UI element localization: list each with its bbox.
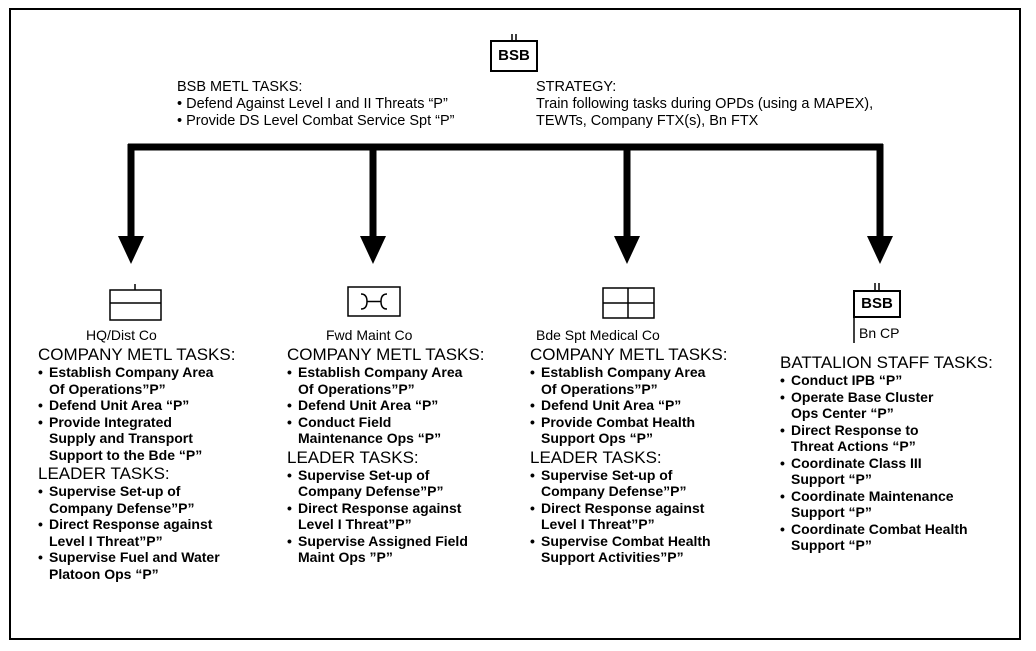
unit-name: Bde Spt Medical Co	[536, 327, 660, 343]
strategy-line: TEWTs, Company FTX(s), Bn FTX	[536, 113, 759, 129]
strategy-block: STRATEGY: Train following tasks during O…	[536, 79, 873, 130]
leader-heading: LEADER TASKS:	[287, 447, 419, 467]
unit-name: HQ/Dist Co	[86, 327, 157, 343]
metl-item: Defend Unit Area “P”	[287, 397, 532, 414]
column-fwd-maint-co: Fwd Maint Co COMPANY METL TASKS:Establish…	[287, 327, 532, 566]
medical-co-symbol	[602, 287, 655, 319]
arrowhead-3	[614, 236, 640, 264]
hq-dist-co-symbol	[109, 284, 162, 321]
bn-cp-symbol-label: BSB	[861, 295, 893, 312]
metl-heading: COMPANY METL TASKS:	[38, 345, 236, 364]
metl-item: Defend Unit Area “P”	[38, 397, 283, 414]
metl-heading: COMPANY METL TASKS:	[287, 345, 485, 364]
bsb-metl-item: • Defend Against Level I and II Threats …	[177, 96, 448, 112]
fwd-maint-co-symbol	[347, 286, 401, 317]
bn-cp-symbol-sublabel: Bn CP	[859, 325, 900, 341]
column-battalion-staff: BATTALION STAFF TASKS:Conduct IPB “P”Ope…	[780, 327, 1025, 554]
metl-heading: BATTALION STAFF TASKS:	[780, 353, 993, 372]
top-bsb-symbol	[490, 34, 538, 72]
strategy-heading: STRATEGY:	[536, 79, 617, 95]
leader-heading: LEADER TASKS:	[38, 464, 170, 483]
strategy-line: Train following tasks during OPDs (using…	[536, 96, 874, 112]
arrowhead-1	[118, 236, 144, 264]
column-hq-dist-co: HQ/Dist Co COMPANY METL TASKS:Establish C…	[38, 327, 283, 582]
bn-cp-symbol	[853, 283, 901, 343]
unit-name: Fwd Maint Co	[326, 327, 413, 343]
top-bsb-label: BSB	[498, 47, 530, 64]
column-medical-co: Bde Spt Medical Co COMPANY METL TASKS:Est…	[530, 327, 775, 566]
bsb-metl-heading: BSB METL TASKS:	[177, 79, 303, 95]
arrowhead-2	[360, 236, 386, 264]
bsb-metl-item: • Provide DS Level Combat Service Spt “P…	[177, 113, 455, 129]
metl-item: Conduct IPB “P”	[780, 372, 1025, 389]
leader-heading: LEADER TASKS:	[530, 447, 662, 467]
bsb-metl-block: BSB METL TASKS: • Defend Against Level I…	[177, 79, 454, 130]
diagram-frame	[9, 8, 1021, 640]
metl-item: Defend Unit Area “P”	[530, 397, 775, 414]
arrowhead-4	[867, 236, 893, 264]
metl-heading: COMPANY METL TASKS:	[530, 345, 728, 364]
